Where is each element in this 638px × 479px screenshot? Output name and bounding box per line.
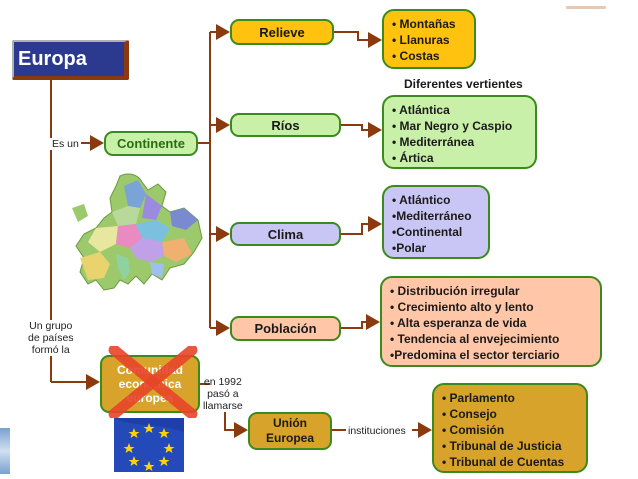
link-es-un: Es un — [50, 138, 81, 150]
list-clima: • Atlántico •Mediterráneo •Continental •… — [382, 185, 490, 259]
europa-title: Europa — [12, 40, 129, 80]
node-relieve: Relieve — [230, 19, 334, 45]
eu-flag-icon — [114, 418, 184, 472]
link-instituciones: instituciones — [348, 425, 406, 437]
link-en-1992: en 1992 pasó a llamarse — [203, 376, 243, 412]
node-ue: Unión Europea — [248, 412, 332, 450]
node-rios: Ríos — [230, 113, 341, 137]
cross-out-icon — [108, 346, 198, 418]
europa-title-text: Europa — [18, 47, 87, 70]
list-rios: • Atlántica • Mar Negro y Caspio • Medit… — [382, 95, 537, 169]
node-clima: Clima — [230, 222, 341, 246]
list-ue: • Parlamento • Consejo • Comisión • Trib… — [432, 383, 588, 473]
edge-image-fragment — [0, 428, 10, 474]
europe-map-icon — [72, 173, 203, 291]
list-poblacion: • Distribución irregular • Crecimiento a… — [380, 276, 602, 367]
top-right-decoration — [566, 6, 606, 9]
node-poblacion: Población — [230, 316, 341, 341]
vertientes-label: Diferentes vertientes — [404, 77, 523, 91]
link-grupo: Un grupo de países formó la — [28, 320, 74, 356]
node-continente: Continente — [104, 131, 198, 156]
list-relieve: • Montañas • Llanuras • Costas — [382, 9, 476, 69]
